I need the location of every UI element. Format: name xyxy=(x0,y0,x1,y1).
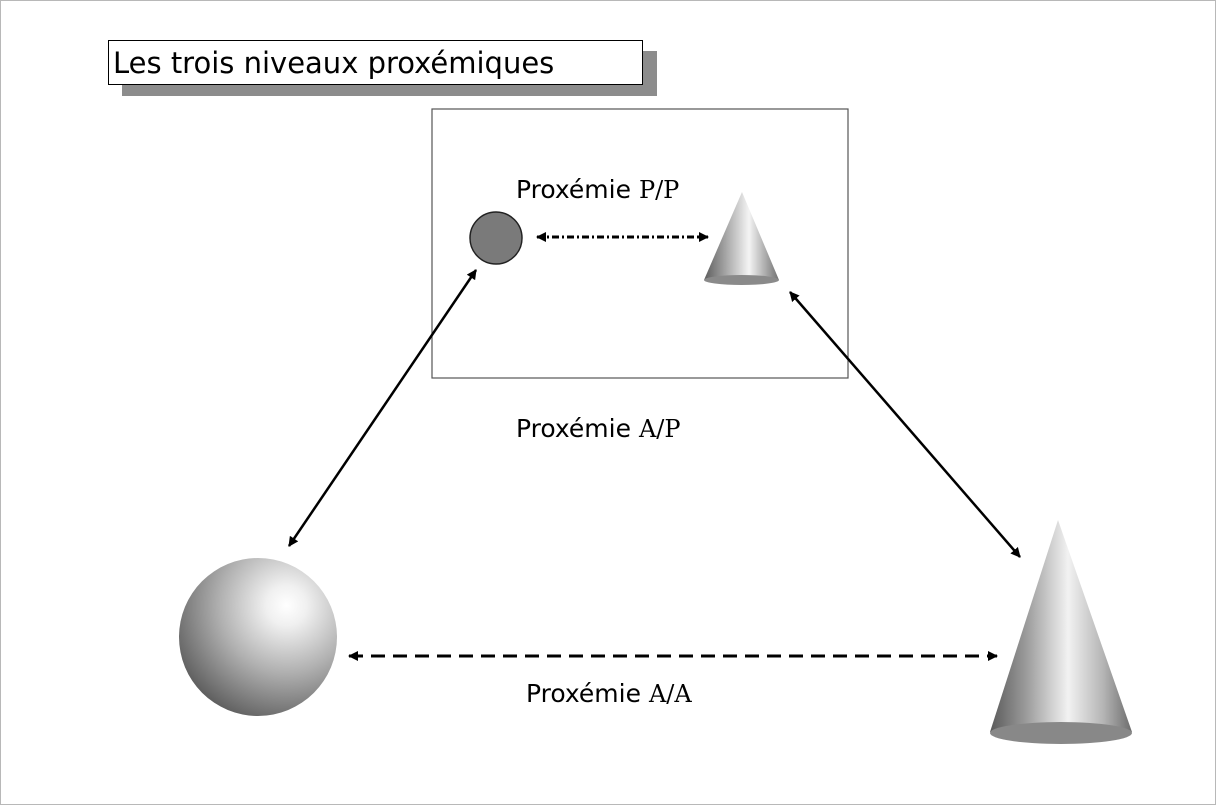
ap-arrow-right xyxy=(789,291,1021,558)
slide-title: Les trois niveaux proxémiques xyxy=(108,40,643,85)
label-ap-code: A/P xyxy=(638,415,681,443)
pp-frame xyxy=(431,108,849,379)
label-proxemie-ap: Proxémie A/P xyxy=(516,414,681,443)
label-ap-word: Proxémie xyxy=(516,414,631,443)
label-proxemie-aa: Proxémie A/A xyxy=(526,679,692,708)
label-pp-word: Proxémie xyxy=(516,175,631,204)
label-aa-code: A/A xyxy=(648,680,692,708)
label-pp-code: P/P xyxy=(638,176,680,204)
label-aa-word: Proxémie xyxy=(526,679,641,708)
small-cone xyxy=(704,192,779,285)
large-sphere xyxy=(179,558,337,716)
label-proxemie-pp: Proxémie P/P xyxy=(516,175,679,204)
small-grey-disc xyxy=(469,211,523,265)
ap-arrow-left xyxy=(287,269,478,547)
large-cone xyxy=(990,520,1132,744)
